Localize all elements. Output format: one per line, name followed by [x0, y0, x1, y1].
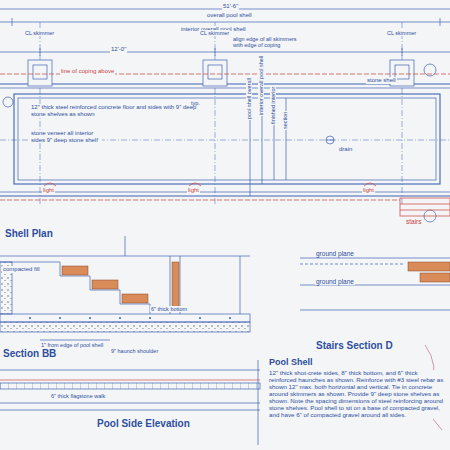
view-title: Stairs Section D — [315, 340, 394, 351]
view-title: Pool Side Elevation — [96, 418, 191, 429]
dimension: 51'-6" — [222, 3, 239, 10]
specification-note: 12" thick shot-crete sides, 8" thick bot… — [268, 370, 446, 419]
light-label: light — [42, 187, 55, 194]
part-label: compacted fill — [2, 266, 41, 273]
note: 9" haunch shoulder — [110, 348, 159, 354]
light-label: light — [362, 187, 375, 194]
note: 12" thick steel reinforced concrete floo… — [30, 104, 202, 117]
view-title: Shell Plan — [4, 228, 54, 239]
centerline-label: CL skimmer — [24, 30, 55, 36]
note-heading: Pool Shell — [268, 357, 314, 367]
note: 6" thick bottom — [150, 306, 188, 312]
light-label: light — [187, 187, 200, 194]
note: stone veneer all interior sides 9" deep … — [30, 130, 102, 143]
centerline-label: CL skimmer — [386, 30, 417, 36]
dimension-note: section — [282, 111, 288, 130]
note: typ. — [190, 100, 201, 106]
part-label: drain — [338, 146, 353, 153]
note: align edge of all skimmers with edge of … — [232, 36, 306, 48]
coping-label: line of coping above — [60, 68, 115, 75]
dimension-note: interior overall pool shell — [258, 55, 264, 116]
part-label: stone shell — [366, 77, 397, 84]
dimension-note: pool shell overall — [246, 77, 252, 120]
centerline-label: CL skimmer — [199, 30, 230, 36]
stairs-label: stairs — [405, 218, 423, 225]
view-title: Section BB — [2, 348, 57, 359]
dimension-note: finished interior — [270, 86, 276, 125]
dimension-note: overall pool shell — [206, 12, 253, 19]
note: 6" thick flagstone walk — [50, 393, 106, 399]
part-label: ground plane — [315, 250, 355, 257]
part-label: ground plane — [315, 278, 355, 285]
dimension: 12'-0" — [110, 46, 127, 53]
